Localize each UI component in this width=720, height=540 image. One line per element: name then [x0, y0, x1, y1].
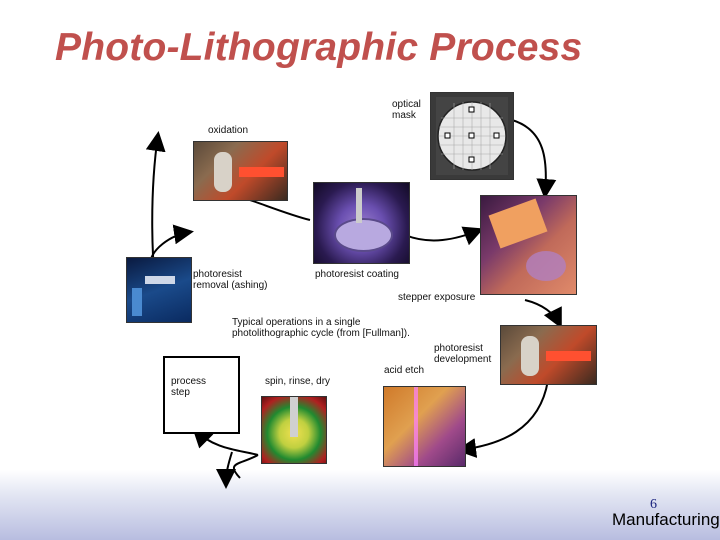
diagram-caption: Typical operations in a single photolith… — [232, 317, 410, 339]
stepper-exposure-label: stepper exposure — [398, 292, 476, 303]
arrow-process-down — [216, 451, 237, 489]
photoresist-coating-image — [313, 182, 410, 264]
spin-rinse-dry-label: spin, rinse, dry — [265, 376, 331, 387]
arrow-spin-to-process — [195, 430, 259, 479]
photoresist-removal-label: photoresist removal (ashing) — [193, 269, 268, 291]
footer-label: Manufacturing — [612, 510, 720, 529]
arrow-coating-to-stepper — [404, 226, 484, 246]
slide-title: Photo-Lithographic Process — [55, 26, 583, 69]
arrow-oxidation-to-coating — [249, 199, 311, 221]
oxidation-label: oxidation — [208, 125, 249, 136]
photoresist-development-image — [500, 325, 597, 385]
photoresist-coating-label: photoresist coating — [315, 269, 399, 280]
photoresist-development-label: photoresist development — [434, 343, 492, 365]
arrow-mask-to-stepper — [511, 119, 557, 199]
stepper-exposure-image — [480, 195, 577, 295]
oxidation-image — [193, 141, 288, 201]
footer-band — [0, 470, 720, 540]
process-step-box — [163, 356, 240, 434]
process-step-label: process step — [171, 376, 207, 398]
arrow-stepper-to-development — [524, 299, 562, 329]
optical-mask-image — [430, 92, 514, 180]
acid-etch-image — [383, 386, 466, 467]
spin-rinse-dry-image — [261, 396, 327, 464]
mask-reticle-drawing — [436, 97, 508, 175]
photoresist-removal-image — [126, 257, 192, 323]
page-number: 6 — [650, 497, 657, 512]
acid-etch-label: acid etch — [384, 365, 425, 376]
arrow-development-to-etch — [456, 379, 549, 458]
optical-mask-label: optical mask — [392, 99, 421, 121]
